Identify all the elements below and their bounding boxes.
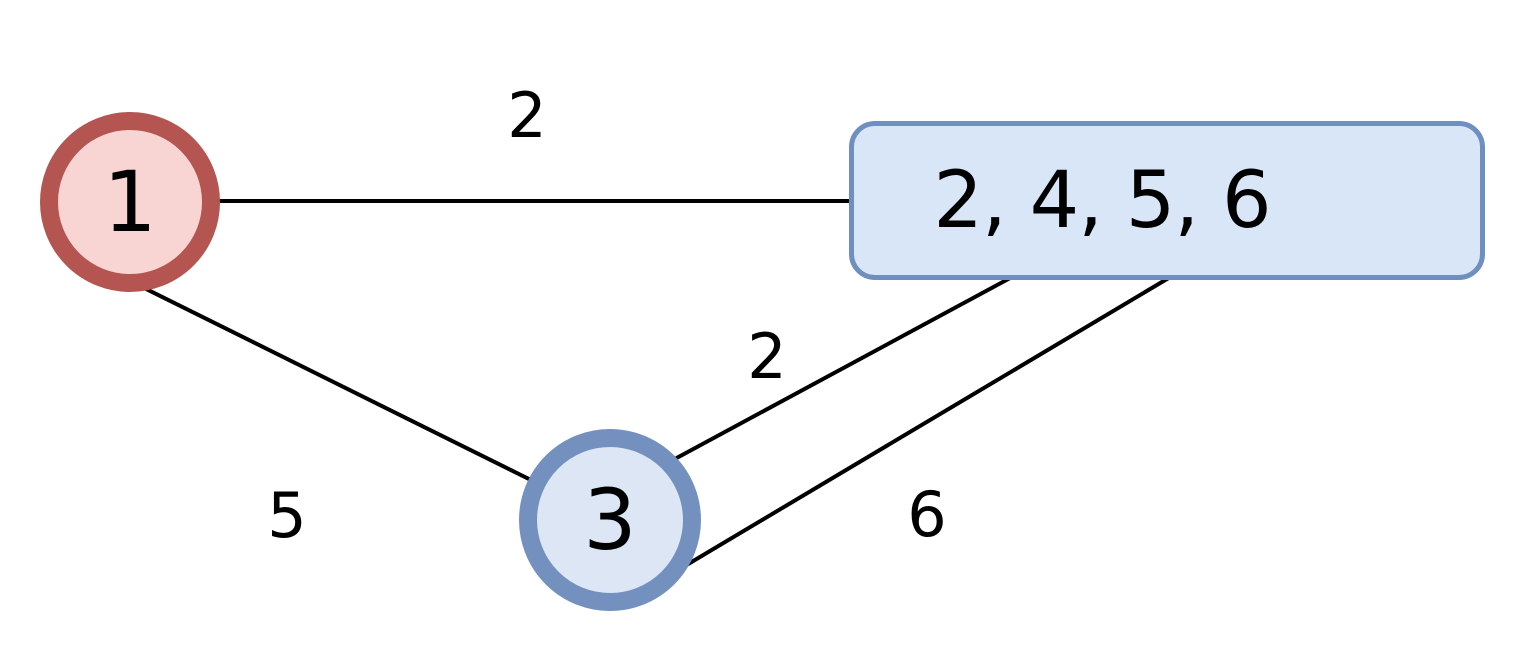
- node-3-label: 3: [583, 471, 637, 569]
- edge-weight-node3-set-lower: 6: [907, 478, 947, 551]
- edge-node3-to-set-lower: [661, 274, 1174, 581]
- edge-node1-to-node3: [124, 277, 549, 490]
- edge-weight-node1-set: 2: [507, 79, 547, 152]
- node-set-2456[interactable]: 2, 4, 5, 6: [849, 121, 1485, 280]
- node-1-label: 1: [103, 153, 157, 251]
- node-3[interactable]: 3: [519, 429, 701, 611]
- edge-weight-node1-node3: 5: [267, 479, 307, 552]
- edge-node3-to-set-upper: [658, 275, 1014, 469]
- node-set-2456-label: 2, 4, 5, 6: [933, 155, 1271, 246]
- node-1[interactable]: 1: [40, 112, 220, 292]
- edge-weight-node3-set-upper: 2: [747, 320, 787, 393]
